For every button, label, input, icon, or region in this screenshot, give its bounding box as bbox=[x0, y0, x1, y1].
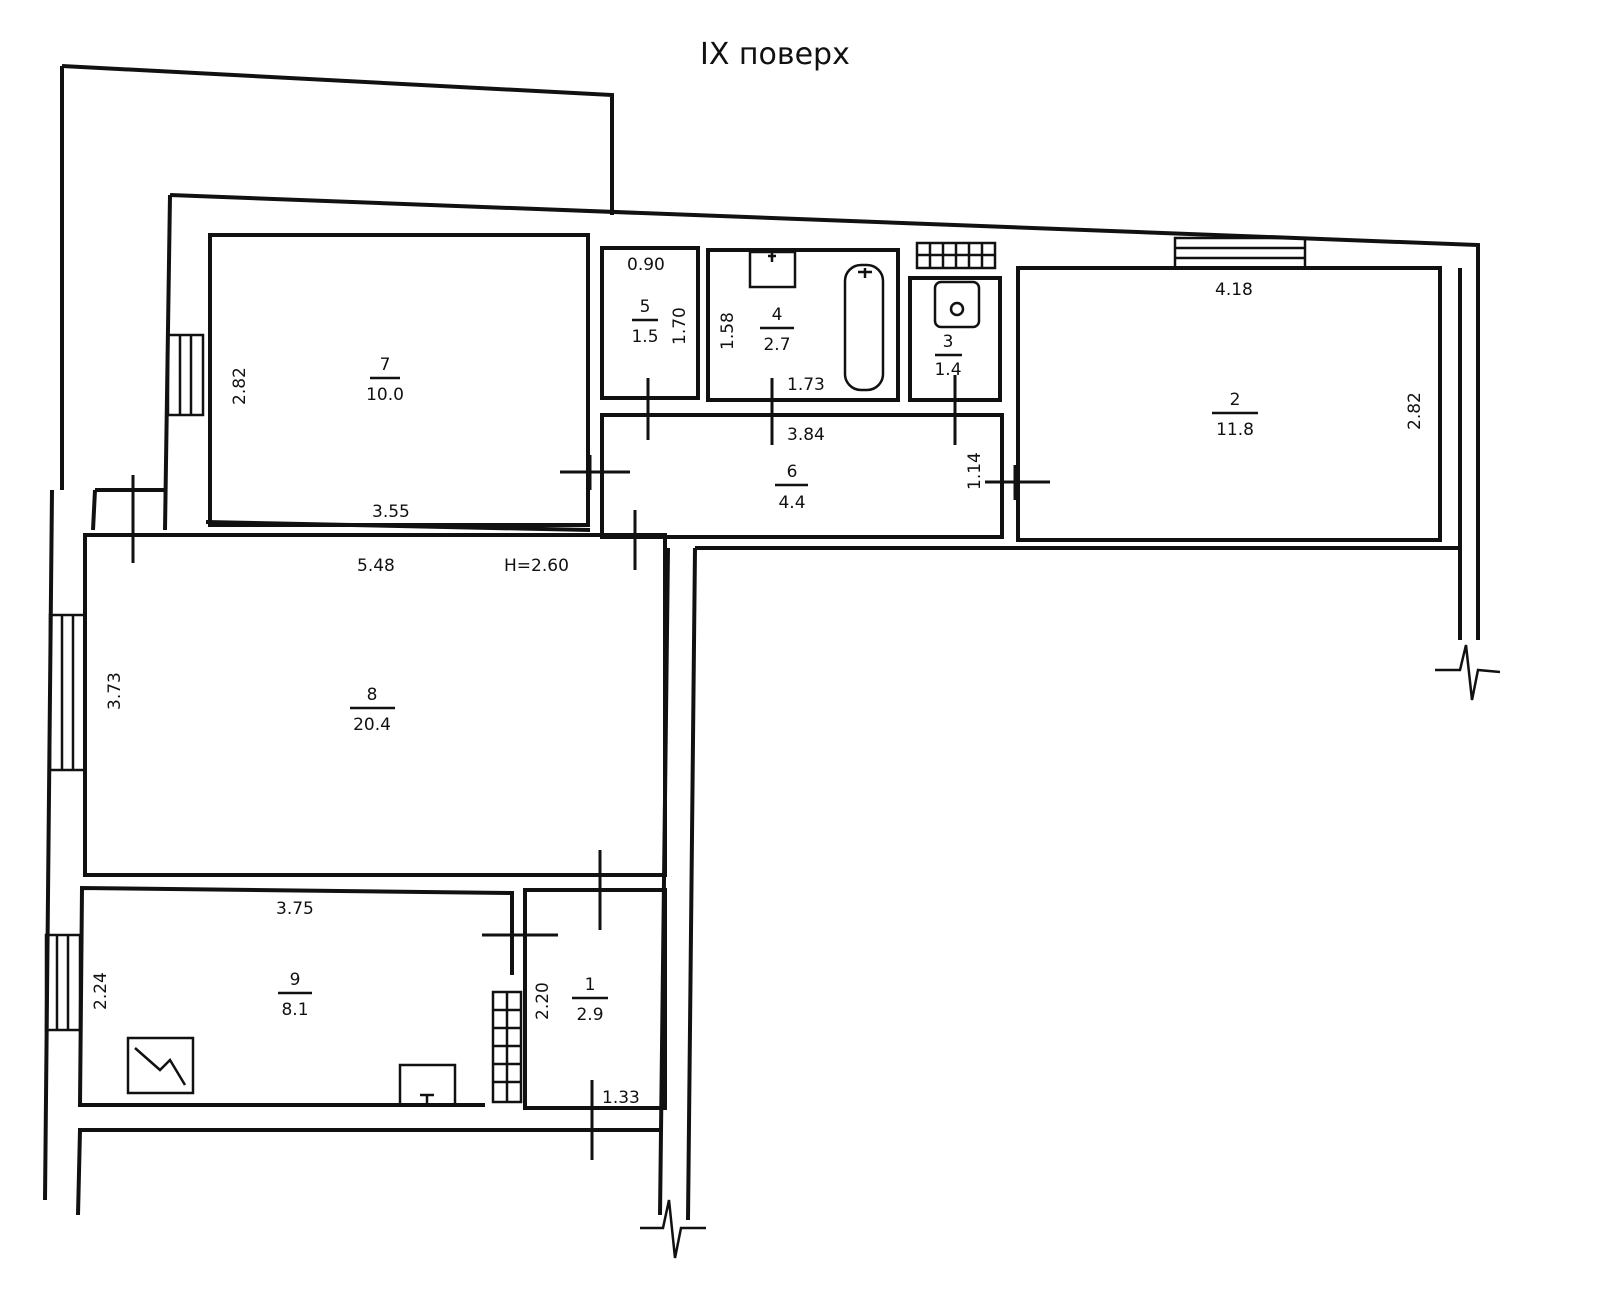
room-8 bbox=[83, 533, 667, 877]
vent-shaft-icon bbox=[491, 990, 523, 1104]
dimension: 0.90 bbox=[627, 255, 665, 275]
room-number: 7 bbox=[380, 355, 391, 375]
dimension: 3.84 bbox=[787, 425, 825, 445]
room-5 bbox=[600, 246, 700, 400]
room-area: 8.1 bbox=[281, 1000, 308, 1020]
vent-grille-icon bbox=[915, 241, 997, 270]
room-1 bbox=[523, 888, 667, 1110]
room-6 bbox=[600, 413, 1004, 539]
toilet-icon bbox=[933, 280, 981, 329]
dimension: 3.73 bbox=[105, 672, 125, 710]
room-area: 20.4 bbox=[353, 715, 391, 735]
room-number: 8 bbox=[367, 685, 378, 705]
dimension: 4.18 bbox=[1215, 280, 1253, 300]
dimension: 1.73 bbox=[787, 375, 825, 395]
dimension: 1.58 bbox=[718, 312, 738, 350]
room-area: 2.9 bbox=[576, 1005, 603, 1025]
dimension: 2.20 bbox=[533, 982, 553, 1020]
room-number: 5 bbox=[640, 297, 651, 317]
dimension: 2.82 bbox=[230, 367, 250, 405]
dimension-labels: 0.90 1.70 1.58 1.73 3.84 1.14 4.18 2.82 … bbox=[91, 255, 1425, 1108]
room-number: 9 bbox=[290, 970, 301, 990]
room-area: 10.0 bbox=[366, 385, 404, 405]
room-number: 2 bbox=[1230, 390, 1241, 410]
bathtub-icon bbox=[843, 263, 885, 392]
window-room7 bbox=[166, 333, 205, 417]
window-room2 bbox=[1173, 236, 1307, 270]
room-area: 1.5 bbox=[631, 327, 658, 347]
room-number: 3 bbox=[943, 332, 954, 352]
dimension: 1.70 bbox=[670, 307, 690, 345]
room-labels: 7 10.0 5 1.5 4 2.7 3 1.4 6 4.4 2 11.8 8 … bbox=[278, 297, 1258, 1025]
windows bbox=[44, 236, 1307, 1032]
room-area: 2.7 bbox=[763, 335, 790, 355]
room-number: 4 bbox=[772, 305, 783, 325]
dimension: 5.48 bbox=[357, 556, 395, 576]
kitchen-sink-icon bbox=[398, 1063, 457, 1107]
dimension: 1.14 bbox=[965, 452, 985, 490]
room-area: 1.4 bbox=[934, 360, 961, 380]
dimension: 3.55 bbox=[372, 502, 410, 522]
window-room9 bbox=[44, 933, 82, 1032]
height-note: H=2.60 bbox=[504, 556, 569, 576]
dimension: 2.82 bbox=[1405, 392, 1425, 430]
stove-icon bbox=[126, 1036, 195, 1095]
room-4 bbox=[706, 248, 900, 402]
dimension: 3.75 bbox=[276, 899, 314, 919]
break-marks bbox=[640, 644, 1501, 1259]
floor-title: IX поверх bbox=[700, 37, 850, 72]
room-number: 1 bbox=[585, 975, 596, 995]
room-number: 6 bbox=[787, 462, 798, 482]
room-9 bbox=[77, 885, 514, 1107]
window-room8 bbox=[48, 613, 87, 772]
room-7 bbox=[205, 233, 591, 532]
doors bbox=[131, 375, 1050, 1160]
room-area: 4.4 bbox=[778, 493, 805, 513]
room-area: 11.8 bbox=[1216, 420, 1254, 440]
dimension: 1.33 bbox=[602, 1088, 640, 1108]
dimension: 2.24 bbox=[91, 972, 111, 1010]
